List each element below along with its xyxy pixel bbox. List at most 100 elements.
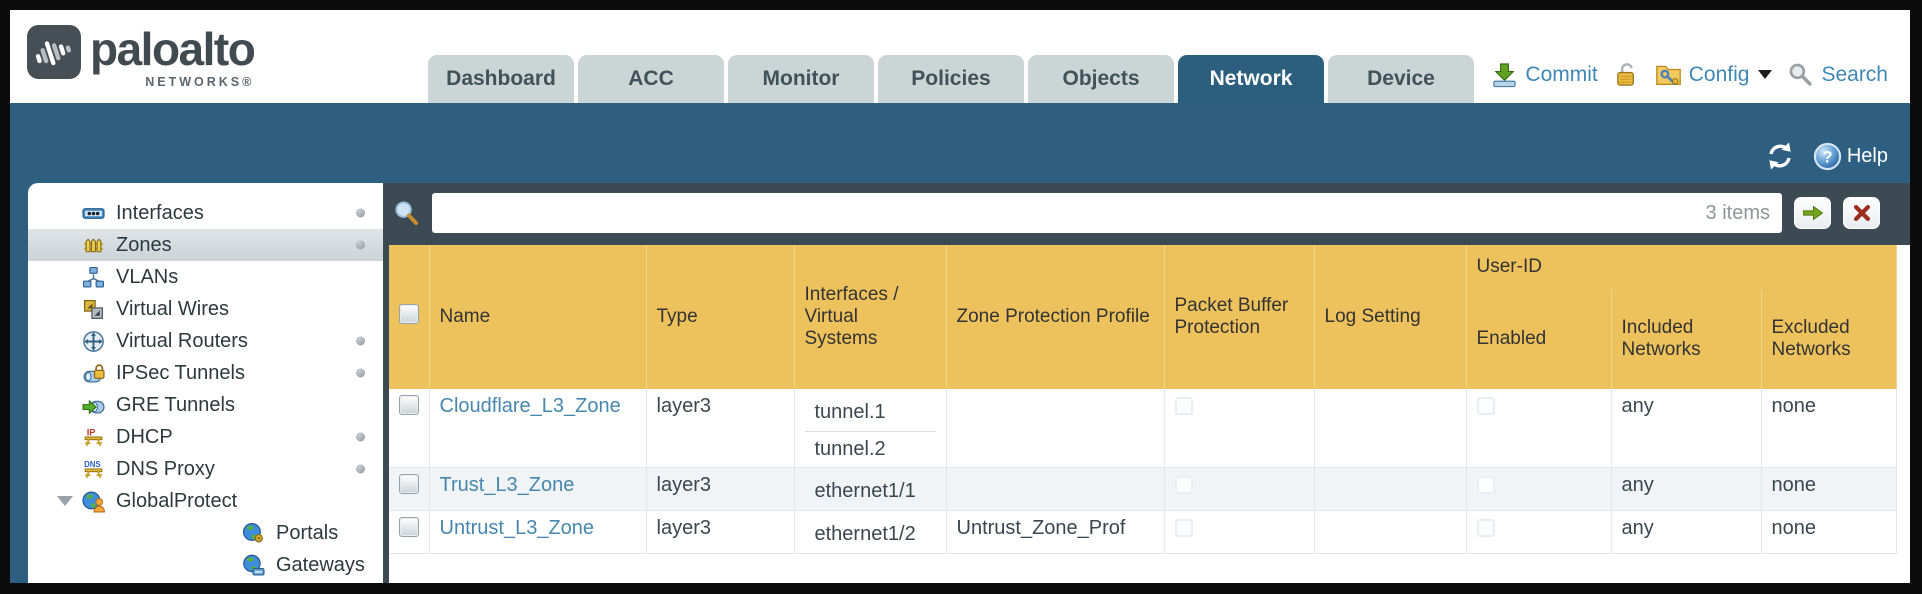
- logo-brand-text: paloalto: [90, 23, 256, 75]
- packet-buffer-protection-checkbox[interactable]: [1174, 519, 1193, 537]
- sidebar-item-label: Virtual Routers: [116, 329, 248, 352]
- tab-acc[interactable]: ACC: [578, 55, 724, 103]
- cell-excluded-networks: none: [1761, 389, 1897, 468]
- row-checkbox[interactable]: [399, 474, 419, 494]
- packet-buffer-protection-checkbox[interactable]: [1174, 476, 1193, 494]
- row-checkbox[interactable]: [399, 395, 419, 415]
- cell-log-setting: [1314, 389, 1467, 468]
- cell-user-id-enabled: [1466, 389, 1612, 468]
- svg-text:?: ?: [1822, 148, 1832, 166]
- tab-monitor[interactable]: Monitor: [728, 55, 874, 103]
- row-checkbox[interactable]: [399, 517, 419, 537]
- cell-interfaces: ethernet1/1: [794, 467, 947, 511]
- sidebar-item-label: Gateways: [276, 553, 365, 576]
- help-button[interactable]: ? Help: [1813, 142, 1888, 171]
- interface-value: tunnel.1: [814, 401, 886, 423]
- zone-name-link[interactable]: Untrust_L3_Zone: [439, 517, 595, 539]
- collapse-arrow-icon[interactable]: [57, 496, 73, 506]
- column-header-excluded-networks[interactable]: Excluded Networks: [1761, 289, 1897, 389]
- column-header-type[interactable]: Type: [646, 245, 795, 389]
- sidebar-item-ipsec-tunnels[interactable]: IPSec Tunnels: [28, 357, 383, 389]
- zone-name-link[interactable]: Cloudflare_L3_Zone: [439, 395, 621, 417]
- config-label: Config: [1688, 62, 1750, 86]
- tab-policies[interactable]: Policies: [878, 55, 1024, 103]
- commit-button[interactable]: Commit: [1491, 61, 1598, 88]
- sidebar-item-portals[interactable]: Portals: [28, 517, 383, 549]
- cell-excluded-networks: none: [1761, 467, 1897, 511]
- zone-name-link[interactable]: Trust_L3_Zone: [439, 474, 575, 496]
- sidebar-item-label: VLANs: [116, 265, 179, 288]
- column-header-interfaces-virtual-systems[interactable]: Interfaces / Virtual Systems: [794, 245, 947, 389]
- cell-select: [389, 467, 430, 511]
- search-icon: [393, 200, 420, 227]
- search-input[interactable]: [444, 200, 1706, 226]
- config-icon: [1655, 61, 1682, 88]
- config-button[interactable]: Config: [1655, 61, 1773, 88]
- apply-filter-button[interactable]: [1794, 197, 1831, 229]
- tab-dashboard[interactable]: Dashboard: [428, 55, 574, 103]
- chevron-down-icon: [1758, 70, 1773, 79]
- subheader-band: ? Help: [10, 103, 1910, 183]
- sidebar-item-label: GlobalProtect: [116, 489, 238, 512]
- sidebar-item-virtual-routers[interactable]: Virtual Routers: [28, 325, 383, 357]
- sidebar-item-globalprotect[interactable]: GlobalProtect: [28, 485, 383, 517]
- column-header-log-setting[interactable]: Log Setting: [1314, 245, 1467, 389]
- user-id-enabled-checkbox[interactable]: [1476, 519, 1495, 537]
- sidebar-item-zones[interactable]: Zones: [28, 229, 383, 261]
- search-button[interactable]: Search: [1787, 61, 1888, 88]
- select-all-header[interactable]: [389, 245, 430, 389]
- cell-type: layer3: [646, 389, 795, 468]
- user-id-enabled-checkbox[interactable]: [1476, 476, 1495, 494]
- lock-icon: [1613, 61, 1640, 88]
- portals-icon: [242, 522, 265, 545]
- tab-network[interactable]: Network: [1178, 55, 1324, 103]
- zones-icon: [82, 234, 105, 257]
- sidebar-item-label: Portals: [276, 521, 339, 544]
- tab-objects[interactable]: Objects: [1028, 55, 1174, 103]
- sidebar-item-interfaces[interactable]: Interfaces: [28, 197, 383, 229]
- clear-filter-button[interactable]: [1843, 197, 1880, 229]
- sidebar-item-label: GRE Tunnels: [116, 393, 235, 416]
- status-dot-icon: [356, 464, 365, 474]
- gre-tunnels-icon: [82, 394, 105, 417]
- packet-buffer-protection-checkbox[interactable]: [1174, 397, 1193, 415]
- paloalto-logo: paloalto NETWORKS®: [26, 23, 256, 89]
- sidebar-item-vlans[interactable]: VLANs: [28, 261, 383, 293]
- column-header-name[interactable]: Name: [429, 245, 647, 389]
- lock-button[interactable]: [1613, 61, 1640, 88]
- cell-name: Cloudflare_L3_Zone: [429, 389, 647, 468]
- column-header-included-networks[interactable]: Included Networks: [1611, 289, 1762, 389]
- column-header-enabled[interactable]: Enabled: [1466, 289, 1612, 389]
- tab-device[interactable]: Device: [1328, 55, 1474, 103]
- sidebar-item-gateways[interactable]: Gateways: [28, 549, 383, 581]
- dhcp-icon: IP: [82, 426, 105, 449]
- vlans-icon: [82, 266, 105, 289]
- zone-filter-field: 3 items: [432, 193, 1782, 233]
- sidebar-item-dns-proxy[interactable]: DNS DNS Proxy: [28, 453, 383, 485]
- sidebar-item-dhcp[interactable]: IP DHCP: [28, 421, 383, 453]
- column-header-zone-protection-profile[interactable]: Zone Protection Profile: [946, 245, 1165, 389]
- help-label: Help: [1846, 144, 1888, 167]
- sidebar-item-gre-tunnels[interactable]: GRE Tunnels: [28, 389, 383, 421]
- sidebar-item-label: DHCP: [116, 425, 173, 448]
- cell-log-setting: [1314, 510, 1467, 554]
- cell-select: [389, 510, 430, 554]
- user-id-enabled-checkbox[interactable]: [1476, 397, 1495, 415]
- cell-interfaces: ethernet1/2: [794, 510, 947, 554]
- refresh-icon[interactable]: [1765, 141, 1795, 171]
- cell-included-networks: any: [1611, 510, 1762, 554]
- column-header-packet-buffer-protection[interactable]: Packet Buffer Protection: [1164, 245, 1315, 389]
- status-dot-icon: [356, 208, 365, 218]
- select-all-checkbox[interactable]: [399, 304, 419, 324]
- sidebar-item-label: DNS Proxy: [116, 457, 215, 480]
- cell-type: layer3: [646, 467, 795, 511]
- svg-text:DNS: DNS: [84, 459, 101, 468]
- sidebar-item-virtual-wires[interactable]: Virtual Wires: [28, 293, 383, 325]
- cell-zone-protection-profile: Untrust_Zone_Prof: [946, 510, 1165, 554]
